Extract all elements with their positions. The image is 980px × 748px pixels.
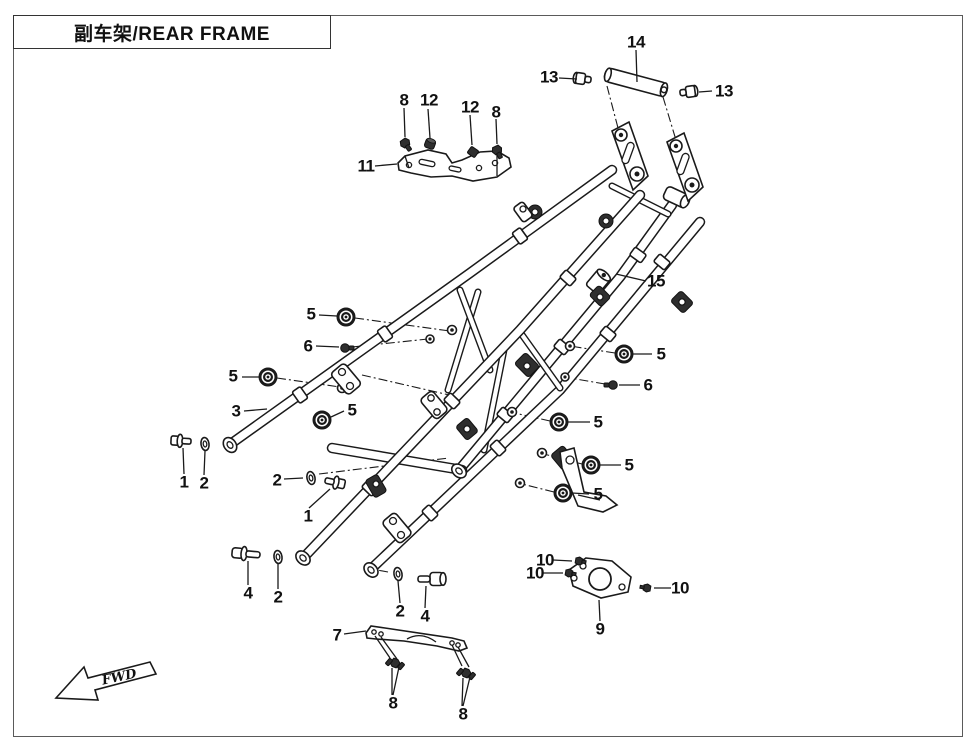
- bolt-13-right: [679, 84, 699, 99]
- page-border: [13, 15, 963, 737]
- bolt-4-left: [231, 545, 261, 562]
- fwd-label: FWD: [100, 666, 139, 688]
- rear-bracket-right: [662, 131, 704, 209]
- frame-assembly: [226, 164, 706, 575]
- damper-12-right: [467, 146, 479, 158]
- bolt-10-right: [639, 583, 652, 593]
- washer-2-mid: [306, 470, 316, 486]
- rivet-cluster-8-left: [374, 635, 405, 696]
- bolt-8-top-right: [491, 144, 503, 160]
- bolt-1-mid: [324, 475, 347, 490]
- washer-2-bottom-left: [273, 549, 283, 565]
- bolt-6-left: [340, 343, 355, 353]
- callout-leaders: [182, 49, 713, 635]
- bolt-10-top: [574, 556, 587, 566]
- grommet-5-group: [258, 307, 634, 503]
- stand-bracket: [559, 446, 619, 513]
- bolt-1-left: [170, 433, 192, 449]
- rivet-cluster-8-right: [451, 644, 476, 707]
- frame-eyelets: [222, 436, 468, 578]
- bolt-8-top-left: [399, 137, 412, 152]
- bracket-11: [397, 149, 512, 182]
- bolt-6-right: [603, 380, 618, 390]
- damper-12-left: [423, 137, 437, 150]
- bolt-10-mid: [564, 568, 577, 578]
- page-title: 副车架/REAR FRAME: [74, 23, 270, 45]
- bolt-4-right: [417, 571, 447, 587]
- bolt-13-left: [572, 71, 592, 86]
- washer-2-bottom-right: [393, 566, 403, 582]
- bracket-7: [365, 625, 469, 652]
- fwd-arrow: FWD: [54, 661, 158, 701]
- title-block: 副车架/REAR FRAME: [13, 15, 331, 49]
- rear-bracket-left: [611, 120, 649, 192]
- washer-2-left: [200, 436, 210, 452]
- rod-14: [603, 67, 669, 98]
- plate-9: [568, 557, 632, 599]
